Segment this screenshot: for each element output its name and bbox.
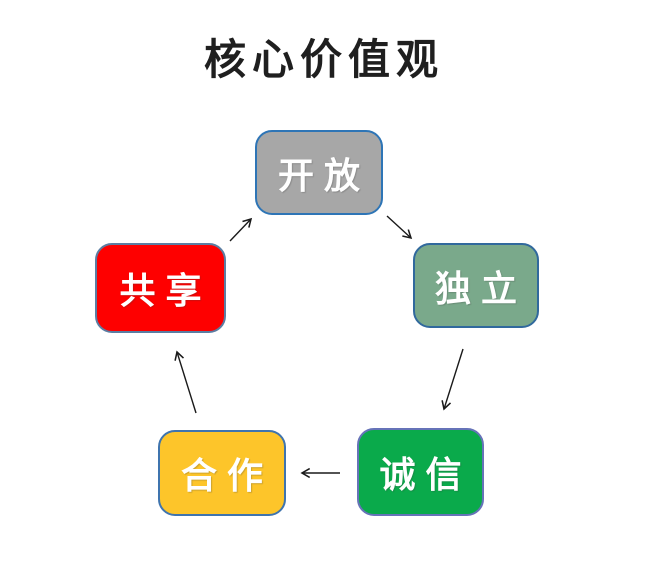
node-cooperation-label: 合作: [180, 455, 274, 497]
node-cooperation[interactable]: 合作: [158, 430, 286, 516]
node-open-label: 开放: [277, 154, 371, 197]
node-share-label: 共享: [119, 270, 212, 312]
node-share[interactable]: 共享: [95, 243, 226, 333]
arrow-cooperation-to-share: [174, 350, 197, 414]
node-open[interactable]: 开放: [255, 130, 383, 215]
arrow-share-to-open: [229, 217, 253, 242]
arrow-open-to-independent: [386, 215, 413, 240]
node-integrity-label: 诚信: [379, 454, 472, 496]
page-title: 核心价值观: [203, 35, 444, 84]
arrow-independent-to-integrity: [441, 348, 464, 411]
node-independent[interactable]: 独立: [413, 243, 539, 328]
node-independent-label: 独立: [434, 267, 528, 310]
node-integrity[interactable]: 诚信: [357, 428, 484, 516]
